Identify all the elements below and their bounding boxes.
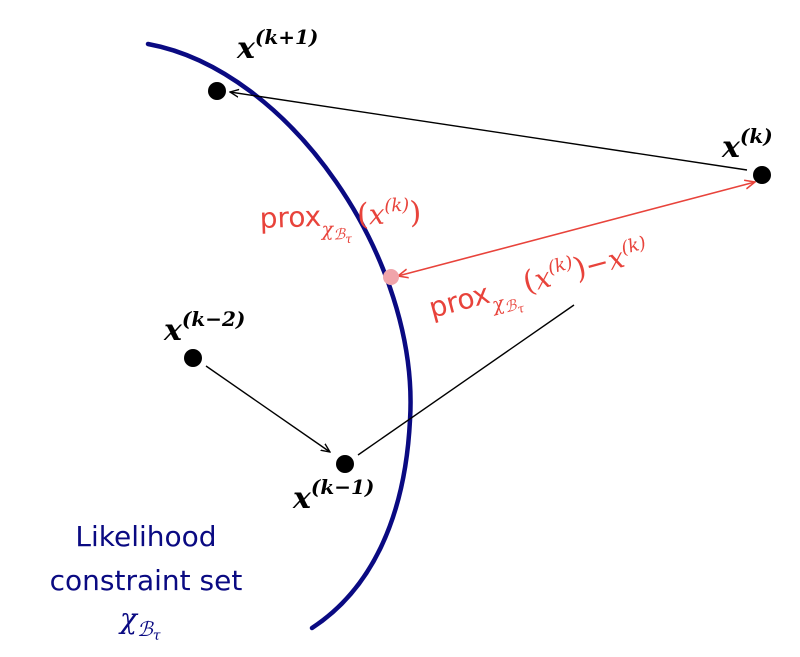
prox-point-label: proxχℬτ(x(k)) bbox=[259, 194, 422, 249]
constraint-caption-line1: Likelihood bbox=[75, 520, 216, 553]
arrow-xk-to-xkp1 bbox=[230, 92, 748, 171]
point-x-k bbox=[753, 166, 771, 184]
point-x-k-minus-1 bbox=[336, 455, 354, 473]
line-xkm1-toward-xk bbox=[357, 304, 575, 456]
point-x-k-minus-2 bbox=[184, 349, 202, 367]
prox-point bbox=[383, 269, 399, 285]
label-x-k-minus-2: x(k−2) bbox=[163, 307, 245, 348]
prox-vector-arrow bbox=[398, 182, 755, 276]
arrow-xkm2-to-xkm1 bbox=[205, 365, 330, 452]
prox-vector-label: proxχℬτ(x(k))−x(k) bbox=[425, 232, 656, 338]
label-x-k-plus-1: x(k+1) bbox=[236, 25, 318, 66]
label-x-k: x(k) bbox=[721, 124, 773, 165]
label-x-k-minus-1: x(k−1) bbox=[292, 475, 374, 516]
constraint-caption-symbol: χℬτ bbox=[118, 602, 161, 644]
point-x-k-plus-1 bbox=[208, 82, 226, 100]
constraint-caption-line2: constraint set bbox=[50, 564, 243, 597]
